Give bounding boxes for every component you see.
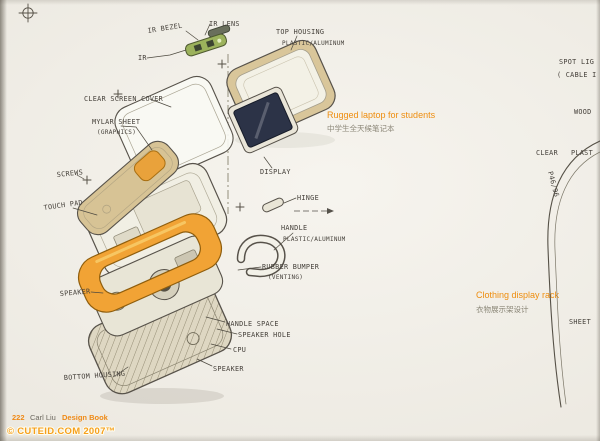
laptop-caption: Rugged laptop for students: [327, 110, 436, 120]
label-code: P46/96: [546, 170, 561, 198]
rubber-bumper-part: [78, 213, 222, 313]
label-ir-bezel: IR BEZEL: [147, 22, 183, 35]
guide-arrow-icon: [327, 208, 334, 214]
mylar-sheet-part: [76, 140, 180, 236]
label-top-housing-material: PLASTIC/ALUMINUM: [282, 40, 345, 47]
label-speaker-left: SPEAKER: [59, 287, 91, 298]
rack-sketch: [547, 140, 600, 408]
leader-lines: [72, 23, 298, 377]
label-wood: WOOD: [574, 108, 592, 116]
label-hinge: HINGE: [297, 194, 319, 202]
label-sheet: SHEET: [569, 318, 591, 326]
rack-caption: Clothing display rack: [476, 290, 560, 300]
label-ir-lens: IR LENS: [209, 20, 240, 28]
label-cpu: CPU: [233, 346, 246, 354]
footer-book-title: Design Book: [62, 413, 109, 422]
label-speaker-hole: SPEAKER HOLE: [238, 331, 291, 339]
handle-part: [236, 234, 286, 278]
screw-marks: [82, 59, 245, 212]
label-spot-light: SPOT LIG: [559, 58, 594, 66]
label-screws: SCREWS: [56, 168, 83, 179]
label-clear-screen-cover: CLEAR SCREEN COVER: [84, 95, 164, 103]
hinge-part: [262, 197, 284, 213]
label-handle: HANDLE: [281, 224, 307, 232]
page-number: 222: [12, 413, 25, 422]
label-cable: ( CABLE I: [557, 71, 597, 79]
label-speaker-bottom: SPEAKER: [213, 365, 244, 373]
label-mylar-sheet: MYLAR SHEET: [92, 118, 140, 126]
laptop-caption-zh: 中学生全天候笔记本: [327, 123, 395, 133]
label-handle-material: PLASTIC/ALUMINUM: [283, 236, 346, 243]
label-rubber-bumper-note: (VENTING): [268, 274, 303, 281]
ir-bezel-part: [184, 33, 228, 57]
label-mylar-sheet-note: (GRAPHICS): [97, 129, 136, 136]
label-clear: CLEAR: [536, 149, 559, 157]
label-ir: IR: [138, 54, 147, 62]
footer-author: Carl Liu: [30, 413, 56, 422]
label-rubber-bumper: RUBBER BUMPER: [262, 263, 320, 271]
registration-mark-icon: [18, 3, 38, 23]
display-part: [227, 86, 299, 154]
label-handle-space: HANDLE SPACE: [226, 320, 279, 328]
rack-caption-zh: 衣物展示架设计: [476, 304, 529, 314]
watermark: © CUTEID.COM 2007™: [7, 426, 115, 437]
label-top-housing: TOP HOUSING: [276, 28, 324, 36]
label-plastic: PLAST: [571, 149, 593, 157]
label-display: DISPLAY: [260, 168, 291, 176]
